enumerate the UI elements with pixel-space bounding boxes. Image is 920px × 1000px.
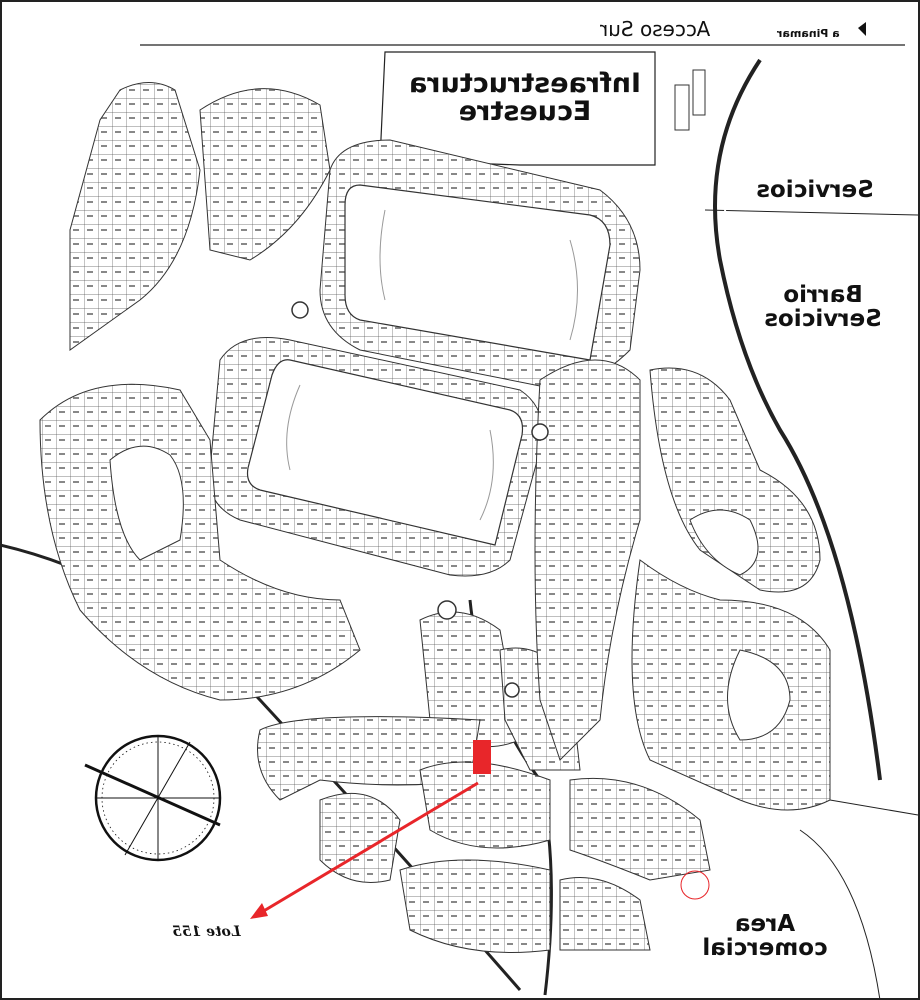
lot-block	[399, 859, 551, 953]
roundabout	[437, 600, 457, 620]
lot-block	[649, 367, 821, 593]
lot-block	[199, 88, 331, 261]
open-space	[727, 649, 791, 741]
commercial-divider	[829, 799, 919, 816]
services-divider	[704, 209, 919, 216]
commercial-area-label: Area comercial	[702, 911, 828, 962]
open-space	[689, 509, 759, 576]
lot-block	[69, 82, 201, 351]
direction-label: a Pinamar	[777, 27, 840, 40]
guard-booth	[692, 69, 706, 116]
open-space	[109, 445, 184, 561]
lot-block	[534, 359, 641, 761]
lot-block	[419, 761, 551, 849]
lot-label: Lote 155	[172, 924, 241, 940]
lot-highlight-circle	[680, 870, 710, 900]
roundabout	[291, 301, 309, 319]
pointer-line	[261, 781, 479, 914]
lot-block	[569, 777, 711, 881]
compass-rose-icon	[84, 734, 222, 862]
barrio-services-label: Barrio Servicios	[764, 282, 882, 333]
arrowhead-icon	[250, 903, 268, 919]
equestrian-zone-label: Infraestructura Ecuestre	[408, 68, 642, 128]
lot-highlight	[473, 740, 491, 774]
roundabout	[531, 423, 549, 441]
lot-block	[319, 792, 401, 883]
access-road-label: Acceso Sur	[600, 17, 711, 41]
arrow-left-icon	[858, 22, 866, 36]
services-label: Servicios	[756, 177, 874, 203]
commercial-boundary	[799, 829, 881, 1000]
roundabout	[504, 682, 520, 698]
riding-arena	[246, 359, 524, 546]
guard-booth	[674, 84, 690, 131]
riding-arena	[344, 184, 611, 361]
lot-block	[559, 877, 651, 951]
east-boulevard	[713, 58, 882, 781]
